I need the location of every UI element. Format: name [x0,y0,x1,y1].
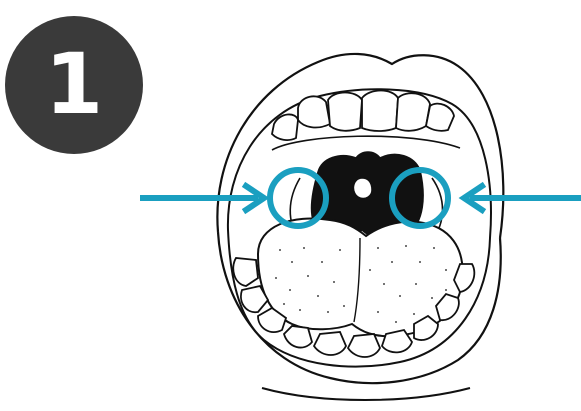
arrow-left-icon [464,186,581,210]
chin-line [262,388,470,400]
step-badge: 1 [5,16,143,154]
step-number: 1 [45,42,103,126]
